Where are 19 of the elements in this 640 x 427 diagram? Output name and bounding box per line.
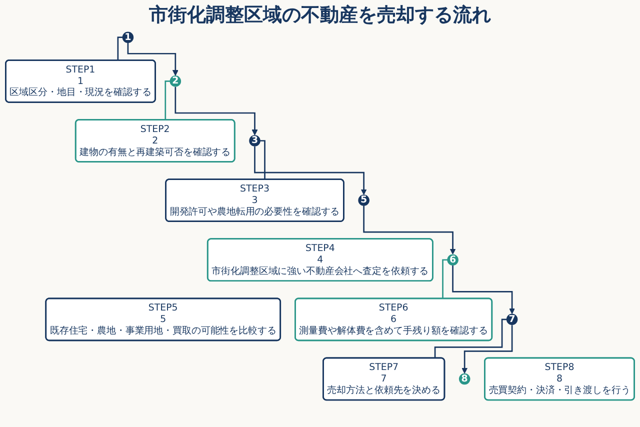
arrow (174, 86, 258, 136)
connector (117, 36, 123, 60)
arrow (254, 146, 367, 195)
connector (434, 318, 507, 358)
connector (164, 80, 170, 120)
title: 市街化調整区域の不動産を売却する流れ (149, 4, 491, 27)
connector (260, 140, 266, 180)
arrow (363, 206, 456, 254)
arrow (462, 324, 513, 374)
node-circle: 7 (506, 314, 518, 325)
arrow (127, 42, 178, 76)
node-circle: 8 (458, 373, 470, 384)
node-circle: 2 (170, 75, 182, 87)
node-circle: 1 (122, 32, 134, 43)
node-circle: 3 (249, 134, 260, 146)
node-circle: 5 (358, 194, 370, 206)
arrow (452, 265, 515, 314)
node-circle: 6 (447, 254, 458, 266)
connector (442, 258, 448, 298)
